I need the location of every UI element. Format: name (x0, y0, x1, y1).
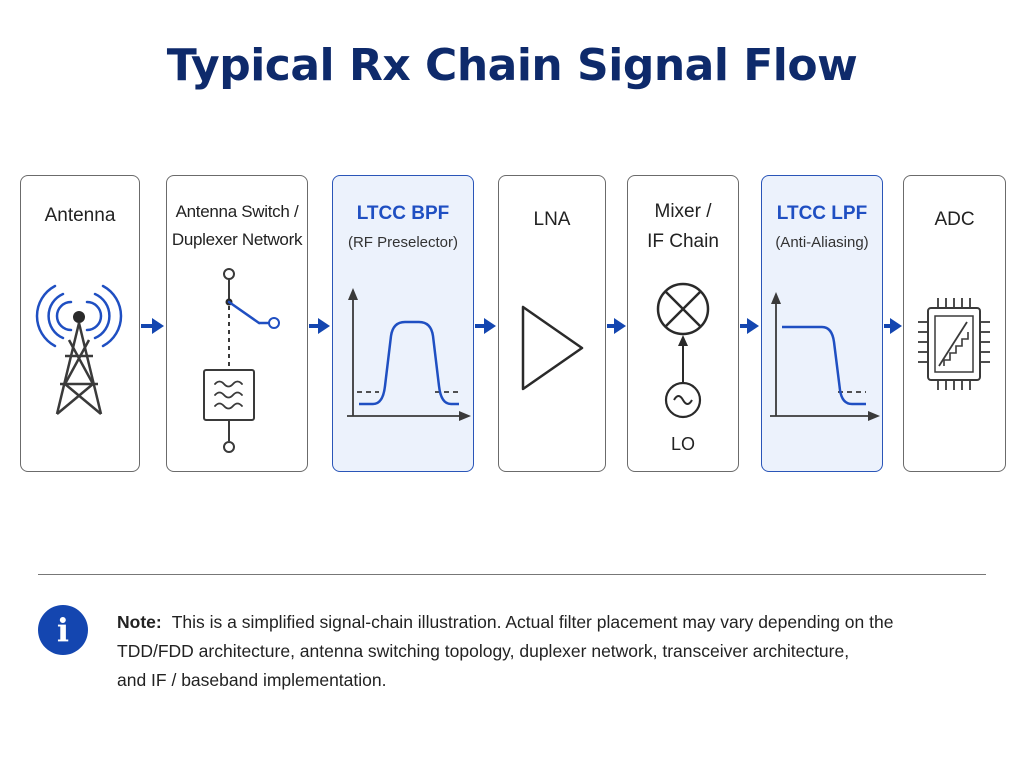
flow-arrow-antenna-to-switch (141, 318, 164, 334)
footnote-line-2: TDD/FDD architecture, antenna switching … (117, 641, 850, 661)
block-mixer: Mixer / IF Chain LO (627, 175, 739, 472)
flow-arrow-switch-to-bpf (309, 318, 330, 334)
footnote: Note: This is a simplified signal-chain i… (117, 608, 967, 695)
block-bpf-label: LTCC BPF (356, 203, 450, 224)
footnote-text-1: This is a simplified signal-chain illust… (171, 612, 894, 632)
block-lpf-label: LTCC LPF (776, 203, 868, 224)
block-adc: ADC (903, 175, 1006, 472)
block-antenna: Antenna (20, 175, 140, 472)
bandpass-response-icon (347, 288, 471, 421)
block-ltcc-lpf: LTCC LPF (Anti-Aliasing) (761, 175, 883, 472)
block-adc-label: ADC (934, 209, 975, 230)
footnote-label: Note: (117, 612, 162, 632)
lowpass-response-icon (770, 292, 880, 421)
flow-arrow-lpf-to-adc (884, 318, 902, 334)
block-antenna-label: Antenna (44, 205, 116, 226)
flow-arrow-lna-to-mixer (607, 318, 626, 334)
block-lpf-sublabel: (Anti-Aliasing) (775, 234, 869, 251)
footnote-line-1: Note: This is a simplified signal-chain i… (117, 608, 967, 637)
block-switch-label-line1: Antenna Switch / (175, 202, 299, 221)
footnote-line-3: and IF / baseband implementation. (117, 670, 387, 690)
block-mixer-label-line2: IF Chain (647, 231, 719, 252)
info-icon: i (38, 605, 88, 655)
antenna-tower-icon (35, 284, 123, 415)
lo-label: LO (670, 434, 695, 454)
flow-arrow-mixer-to-lpf (740, 318, 759, 334)
section-divider (38, 574, 986, 575)
adc-chip-icon (918, 298, 990, 390)
block-lna: LNA (498, 175, 606, 472)
flow-arrow-bpf-to-lna (475, 318, 496, 334)
diagram-title: Typical Rx Chain Signal Flow (166, 40, 858, 91)
switch-duplexer-icon (203, 268, 280, 453)
block-ltcc-bpf: LTCC BPF (RF Preselector) (332, 175, 474, 472)
block-mixer-label-line1: Mixer / (654, 201, 712, 222)
block-switch-duplexer: Antenna Switch / Duplexer Network (166, 175, 308, 472)
mixer-icon (656, 282, 710, 419)
block-bpf-sublabel: (RF Preselector) (347, 234, 459, 251)
block-switch-label-line2: Duplexer Network (171, 230, 303, 249)
block-lna-label: LNA (533, 209, 571, 230)
amplifier-triangle-icon (521, 305, 584, 391)
